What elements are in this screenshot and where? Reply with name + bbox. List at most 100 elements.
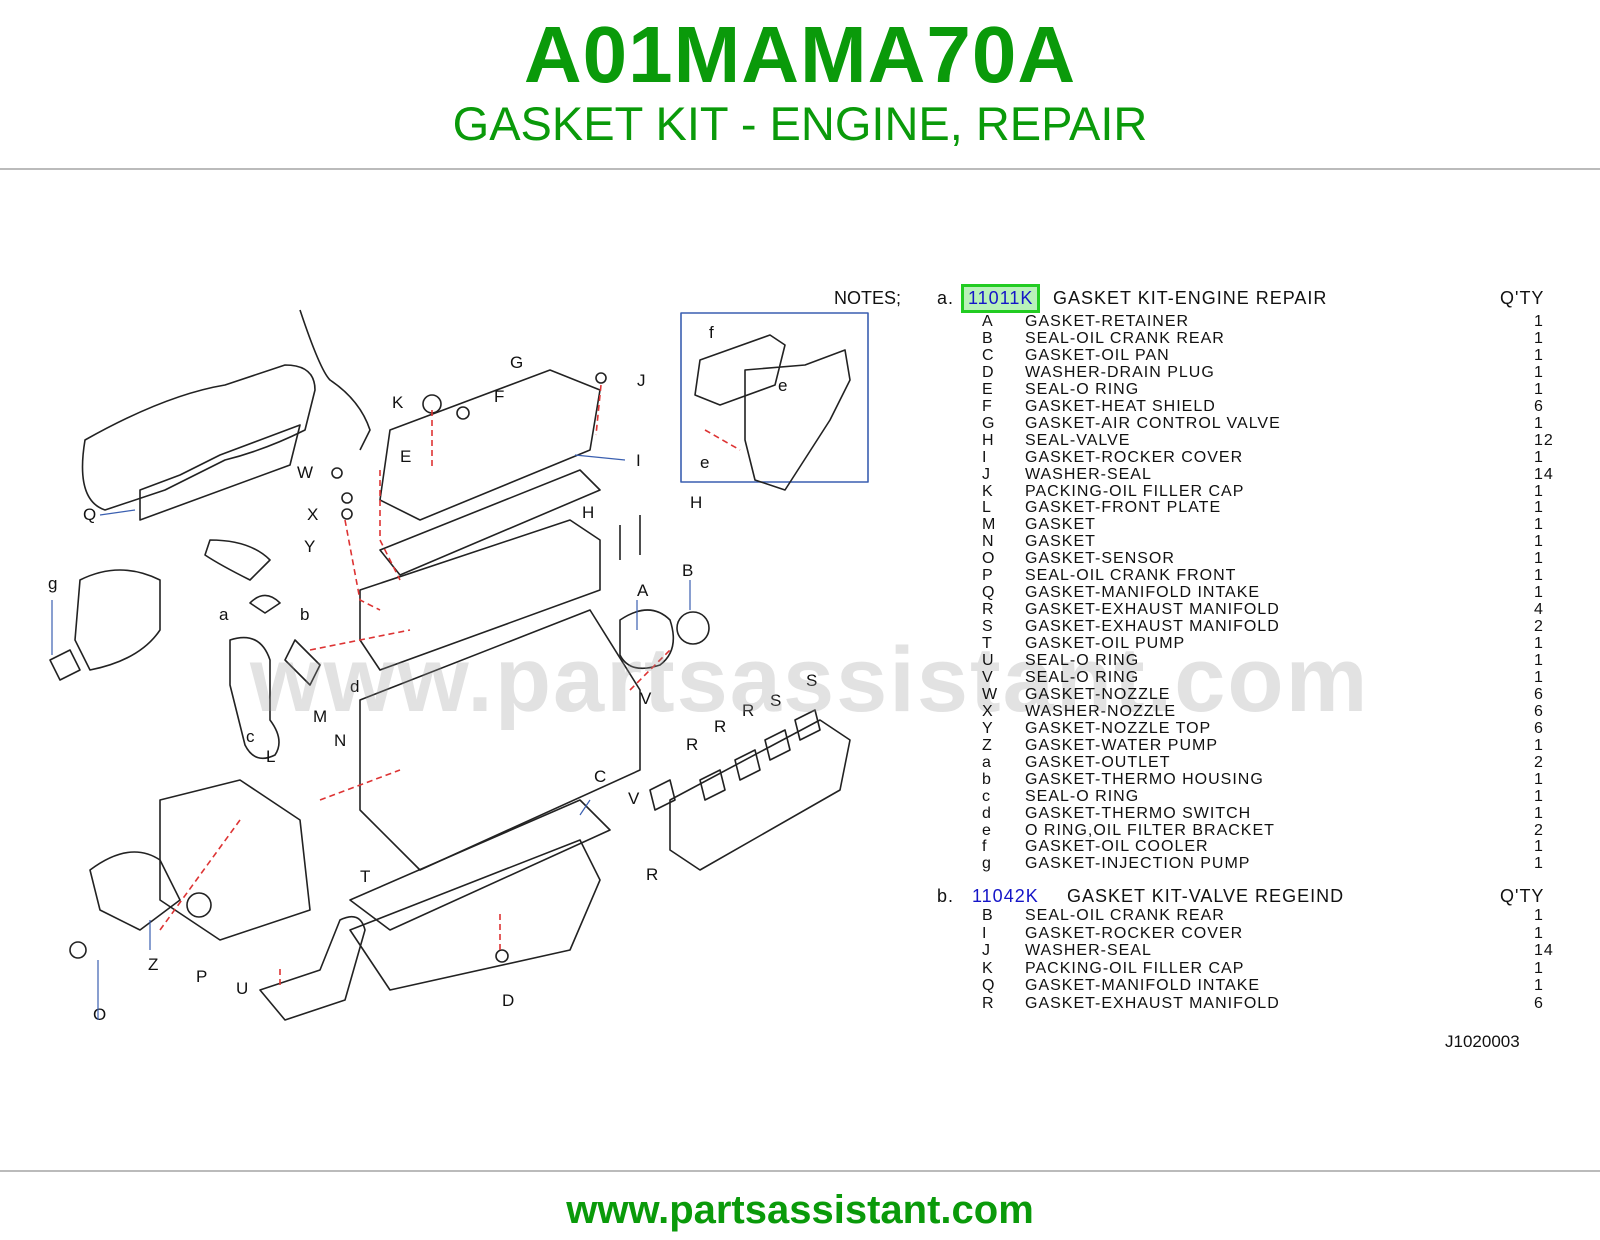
item-qty: 2: [1534, 618, 1544, 636]
callout-I: I: [636, 451, 641, 470]
section-a-desc: GASKET KIT-ENGINE REPAIR: [1053, 288, 1328, 308]
item-code: N: [982, 533, 995, 551]
item-desc: O RING,OIL FILTER BRACKET: [1025, 821, 1275, 839]
callout-S2: S: [806, 671, 817, 690]
list-item: c SEAL-O RING 1: [0, 788, 1600, 805]
callout-P: P: [196, 967, 207, 986]
item-desc: GASKET-EXHAUST MANIFOLD: [1025, 618, 1280, 636]
callout-C: C: [594, 767, 606, 786]
item-code: E: [982, 380, 994, 398]
callout-X: X: [307, 505, 318, 524]
item-desc: WASHER-DRAIN PLUG: [1025, 363, 1215, 381]
item-code: X: [982, 702, 994, 720]
item-code: V: [982, 668, 994, 686]
item-desc: GASKET-ROCKER COVER: [1025, 448, 1244, 466]
item-qty: 6: [1534, 995, 1544, 1012]
page-header: A01MAMA70A GASKET KIT - ENGINE, REPAIR: [0, 0, 1600, 168]
footer-url[interactable]: www.partsassistant.com: [566, 1188, 1034, 1232]
header-divider: [0, 168, 1600, 170]
kit-link-11042K[interactable]: 11042K: [972, 886, 1039, 906]
item-desc: GASKET-EXHAUST MANIFOLD: [1025, 995, 1280, 1012]
item-desc: SEAL-OIL CRANK FRONT: [1025, 567, 1237, 585]
watermark: www.partsassistant.com: [250, 629, 1370, 731]
item-qty: 1: [1534, 499, 1544, 517]
item-code: K: [982, 959, 994, 977]
callout-c: c: [246, 727, 255, 746]
item-code: S: [982, 618, 994, 636]
callout-B: B: [682, 561, 693, 580]
item-code: H: [982, 431, 995, 449]
item-desc: GASKET-NOZZLE TOP: [1025, 719, 1212, 737]
kit-link-11011K[interactable]: 11011K: [961, 284, 1041, 313]
list-item: G GASKET-AIR CONTROL VALVE 1: [0, 415, 1600, 432]
callout-f: f: [709, 323, 714, 342]
item-qty: 6: [1534, 702, 1544, 720]
item-desc: GASKET-ROCKER COVER: [1025, 924, 1244, 942]
item-qty: 1: [1534, 414, 1544, 432]
item-qty: 1: [1534, 855, 1544, 873]
page-subtitle: GASKET KIT - ENGINE, REPAIR: [452, 97, 1148, 150]
item-code: C: [982, 346, 995, 364]
item-qty: 2: [1534, 753, 1544, 771]
item-code: G: [982, 414, 996, 432]
list-item: V SEAL-O RING 1: [0, 669, 1600, 686]
callout-U: U: [236, 979, 248, 998]
item-qty: 1: [1534, 924, 1544, 942]
callout-W: W: [297, 463, 313, 482]
item-code: c: [982, 787, 991, 805]
item-desc: SEAL-O RING: [1025, 787, 1140, 805]
callout-R4: R: [646, 865, 658, 884]
item-qty: 1: [1534, 346, 1544, 364]
item-code: I: [982, 924, 988, 942]
inset-box: [680, 312, 869, 483]
list-item: Y GASKET-NOZZLE TOP 6: [0, 720, 1600, 737]
item-code: Q: [982, 584, 996, 602]
item-qty: 1: [1534, 380, 1544, 398]
item-qty: 1: [1534, 313, 1544, 330]
item-qty: 1: [1534, 533, 1544, 551]
item-desc: WASHER-NOZZLE: [1025, 702, 1177, 720]
callout-g: g: [48, 574, 57, 593]
item-qty: 1: [1534, 959, 1544, 977]
item-desc: GASKET-NOZZLE: [1025, 685, 1171, 703]
item-code: B: [982, 329, 994, 347]
item-desc: GASKET-HEAT SHIELD: [1025, 397, 1216, 415]
callout-D: D: [502, 991, 514, 1010]
item-desc: WASHER-SEAL: [1025, 465, 1152, 483]
item-code: O: [982, 550, 996, 568]
item-desc: GASKET-THERMO HOUSING: [1025, 770, 1264, 788]
section-b-header: b. 11042K GASKET KIT-VALVE REGEIND Q'TY: [0, 886, 1600, 910]
item-desc: GASKET: [1025, 533, 1096, 551]
item-desc: GASKET-RETAINER: [1025, 313, 1190, 330]
item-desc: PACKING-OIL FILLER CAP: [1025, 959, 1245, 977]
callout-A: A: [637, 581, 649, 600]
item-qty: 1: [1534, 838, 1544, 856]
item-code: M: [982, 516, 997, 534]
list-item: N GASKET 1: [0, 533, 1600, 550]
section-b-qty-label: Q'TY: [1500, 886, 1545, 906]
item-code: T: [982, 635, 993, 653]
item-code: J: [982, 942, 991, 960]
item-desc: SEAL-O RING: [1025, 668, 1140, 686]
item-qty: 1: [1534, 787, 1544, 805]
item-desc: GASKET-AIR CONTROL VALVE: [1025, 414, 1281, 432]
callout-J: J: [637, 371, 646, 390]
callout-R1: R: [686, 735, 698, 754]
item-qty: 6: [1534, 719, 1544, 737]
item-desc: GASKET-OIL COOLER: [1025, 838, 1209, 856]
item-qty: 1: [1534, 668, 1544, 686]
item-code: Y: [982, 719, 994, 737]
item-qty: 1: [1534, 770, 1544, 788]
item-desc: GASKET-THERMO SWITCH: [1025, 804, 1252, 822]
